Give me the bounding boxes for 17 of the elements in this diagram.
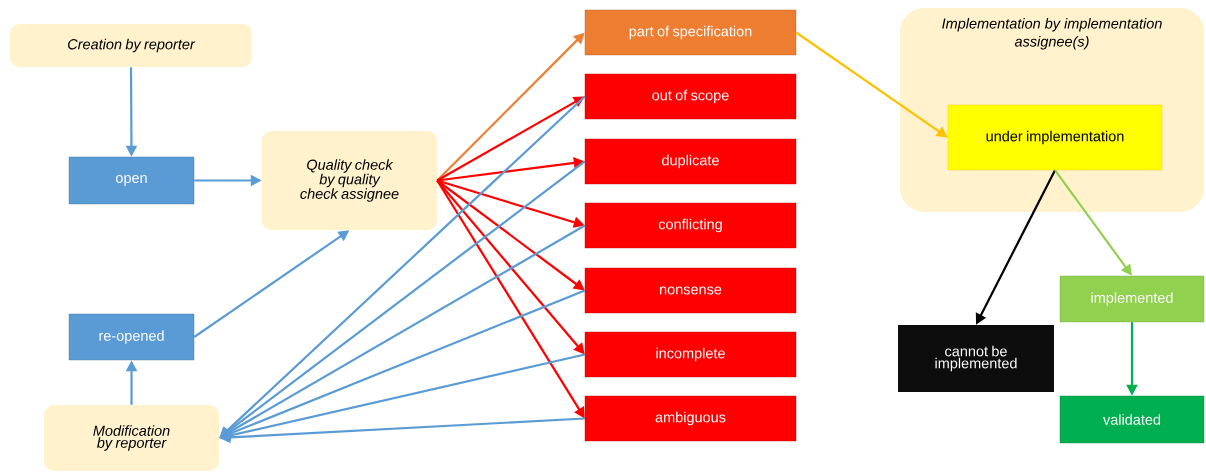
status-box: implemented	[1059, 275, 1205, 323]
status-box: incomplete	[584, 331, 797, 378]
status-box: conflicting	[584, 202, 797, 249]
status-box: validated	[1059, 395, 1205, 444]
status-box: duplicate	[584, 138, 797, 185]
status-box: re-opened	[68, 313, 195, 361]
status-box: under implementation	[947, 104, 1163, 171]
status-box: nonsense	[584, 267, 797, 314]
activity-box: Quality check by quality check assignee	[262, 131, 437, 230]
status-box: open	[68, 156, 195, 205]
status-box: ambiguous	[584, 395, 797, 442]
activity-box: Creation by reporter	[10, 24, 252, 67]
status-box: part of specification	[584, 9, 797, 56]
status-box: out of scope	[584, 73, 797, 120]
status-box: cannot be implemented	[898, 325, 1054, 392]
arrow	[219, 95, 586, 438]
activity-box: Modification by reporter	[44, 405, 219, 471]
